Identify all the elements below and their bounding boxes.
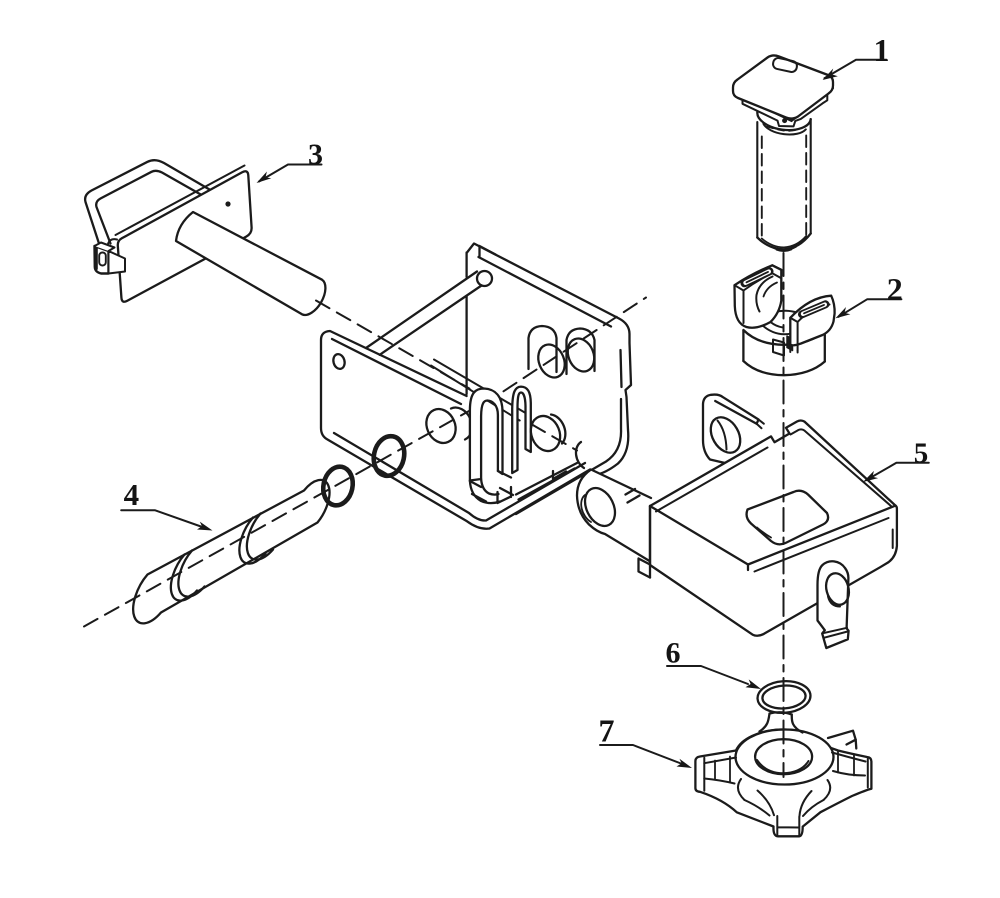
svg-text:2: 2 [887,271,903,307]
svg-text:3: 3 [308,138,323,171]
svg-text:4: 4 [124,477,140,512]
svg-text:6: 6 [666,637,681,670]
svg-text:1: 1 [874,32,890,68]
svg-text:7: 7 [599,713,615,749]
svg-text:5: 5 [914,438,929,470]
